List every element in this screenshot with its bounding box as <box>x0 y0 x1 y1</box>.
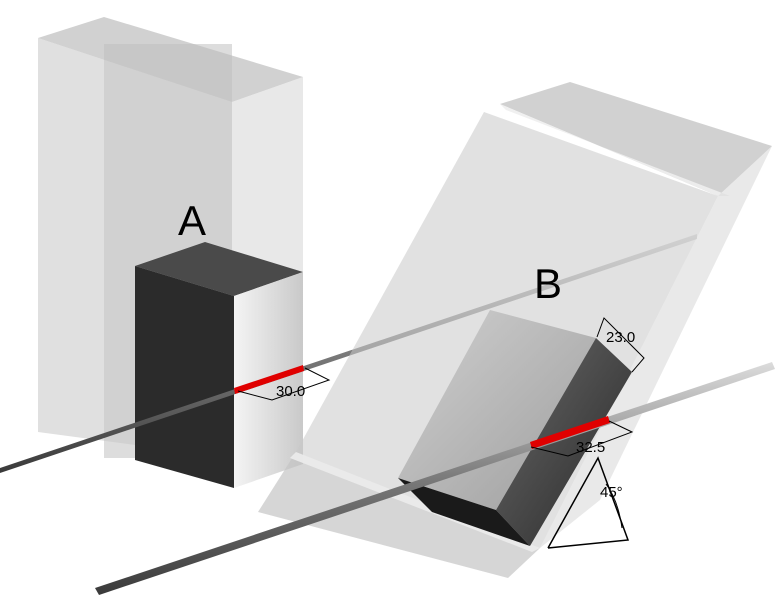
label-a: A <box>178 197 206 244</box>
container-a-top-face <box>38 17 303 102</box>
block-b-top-face <box>398 310 596 510</box>
block-b <box>398 310 632 546</box>
container-b-top-lid <box>500 82 772 196</box>
angle-triangle <box>547 456 630 549</box>
angle-arc <box>605 483 623 529</box>
block-b-front-face <box>496 338 632 546</box>
block-b-bottom-face <box>398 478 530 546</box>
container-b-bottom-lid <box>258 452 540 578</box>
container-b-side-face <box>540 146 772 548</box>
rod-b <box>95 362 775 595</box>
block-a-front-face <box>135 266 234 488</box>
dimension-b-bracket <box>530 420 634 457</box>
dimension-a-label: 30.0 <box>276 383 305 400</box>
dimension-b-edge <box>596 317 645 373</box>
dimension-b-edge-bracket <box>596 317 645 373</box>
block-a <box>135 242 303 488</box>
rod-b-contact-line <box>530 416 610 449</box>
angle-indicator <box>547 456 630 549</box>
rod-a-contact-line <box>234 365 304 394</box>
dimension-b-contact <box>530 420 634 457</box>
dimension-a-contact <box>237 367 331 401</box>
label-b: B <box>534 260 562 307</box>
dimension-b-edge-label: 23.0 <box>606 329 635 346</box>
dimension-a-bracket <box>237 367 331 401</box>
angle-label: 45° <box>600 484 623 501</box>
dimension-b-contact-label: 32.5 <box>576 439 605 456</box>
block-a-top-face <box>135 242 303 296</box>
